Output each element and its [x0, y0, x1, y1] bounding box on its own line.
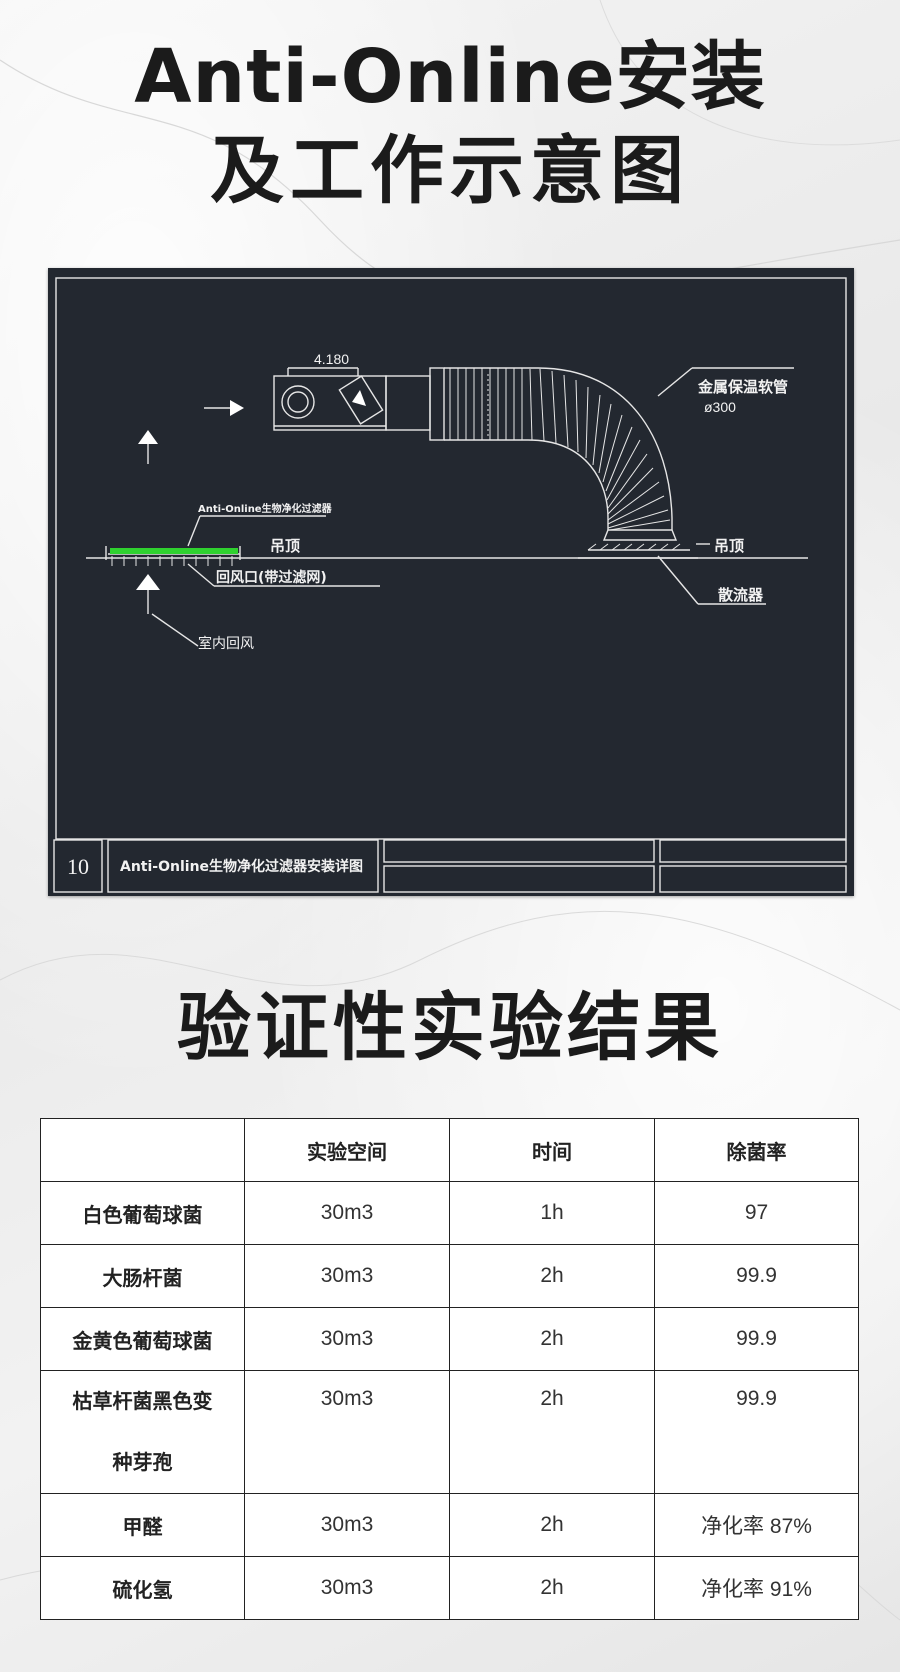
row-rate: 99.9: [654, 1307, 859, 1371]
row-rate: 净化率 91%: [654, 1556, 859, 1620]
filter-label: Anti-Online生物净化过滤器: [198, 502, 333, 515]
row-rate: 99.9: [654, 1244, 859, 1308]
row-name-line1: 枯草杆菌黑色变: [72, 1389, 213, 1413]
filter-element: [110, 548, 238, 554]
row-space: 30m3: [244, 1181, 450, 1245]
row-space: 30m3: [244, 1556, 450, 1620]
hose-diameter: ø300: [704, 399, 736, 415]
row-name: 白色葡萄球菌: [40, 1181, 245, 1245]
page-title-line1: Anti-Online安装: [134, 34, 766, 120]
results-title: 验证性实验结果: [177, 985, 723, 1071]
table-row: 甲醛 30m3 2h 净化率 87%: [40, 1493, 859, 1557]
row-space: 30m3: [244, 1370, 450, 1494]
header-cell-blank: [40, 1118, 245, 1182]
row-time: 2h: [449, 1244, 655, 1308]
hose-label: 金属保温软管: [697, 378, 788, 396]
page-title-line2: 及工作示意图: [210, 128, 690, 214]
diffuser-label: 散流器: [718, 586, 764, 604]
row-name: 枯草杆菌黑色变 种芽孢: [40, 1370, 245, 1494]
row-time: 2h: [449, 1493, 655, 1557]
row-rate: 净化率 87%: [654, 1493, 859, 1557]
indoor-return-label: 室内回风: [198, 635, 254, 652]
row-time: 2h: [449, 1370, 655, 1494]
row-time: 2h: [449, 1307, 655, 1371]
sheet-number: 10: [67, 854, 89, 879]
row-name-line2: 种芽孢: [112, 1450, 173, 1474]
sheet-title: Anti-Online生物净化过滤器安装详图: [120, 858, 363, 875]
row-space: 30m3: [244, 1493, 450, 1557]
installation-diagram: 4.180 金属保温软管 ø300 Anti-Online生物净化过滤器 吊顶 …: [48, 268, 854, 896]
row-rate: 99.9: [654, 1370, 859, 1494]
table-row: 硫化氢 30m3 2h 净化率 91%: [40, 1556, 859, 1620]
row-name: 甲醛: [40, 1493, 245, 1557]
table-row: 枯草杆菌黑色变 种芽孢 30m3 2h 99.9: [40, 1370, 859, 1494]
return-vent-label: 回风口(带过滤网): [216, 569, 327, 586]
row-space: 30m3: [244, 1244, 450, 1308]
header-cell-rate: 除菌率: [654, 1118, 859, 1182]
row-name: 大肠杆菌: [40, 1244, 245, 1308]
header-cell-time: 时间: [449, 1118, 655, 1182]
row-time: 1h: [449, 1181, 655, 1245]
dimension-label: 4.180: [314, 351, 349, 367]
results-table-wrap: 实验空间 时间 除菌率 白色葡萄球菌 30m3 1h 97 大肠杆菌 30m3 …: [40, 1118, 859, 1620]
row-time: 2h: [449, 1556, 655, 1620]
row-rate: 97: [654, 1181, 859, 1245]
table-row: 白色葡萄球菌 30m3 1h 97: [40, 1181, 859, 1245]
row-space: 30m3: [244, 1307, 450, 1371]
table-row: 大肠杆菌 30m3 2h 99.9: [40, 1244, 859, 1308]
table-header-row: 实验空间 时间 除菌率: [40, 1118, 859, 1182]
results-table: 实验空间 时间 除菌率 白色葡萄球菌 30m3 1h 97 大肠杆菌 30m3 …: [40, 1118, 859, 1620]
table-row: 金黄色葡萄球菌 30m3 2h 99.9: [40, 1307, 859, 1371]
row-name: 金黄色葡萄球菌: [40, 1307, 245, 1371]
header-cell-space: 实验空间: [244, 1118, 450, 1182]
row-name: 硫化氢: [40, 1556, 245, 1620]
cad-drawing: 4.180 金属保温软管 ø300 Anti-Online生物净化过滤器 吊顶 …: [53, 277, 847, 893]
ceiling-label-right: 吊顶: [714, 537, 744, 555]
ceiling-label-left: 吊顶: [270, 537, 300, 555]
